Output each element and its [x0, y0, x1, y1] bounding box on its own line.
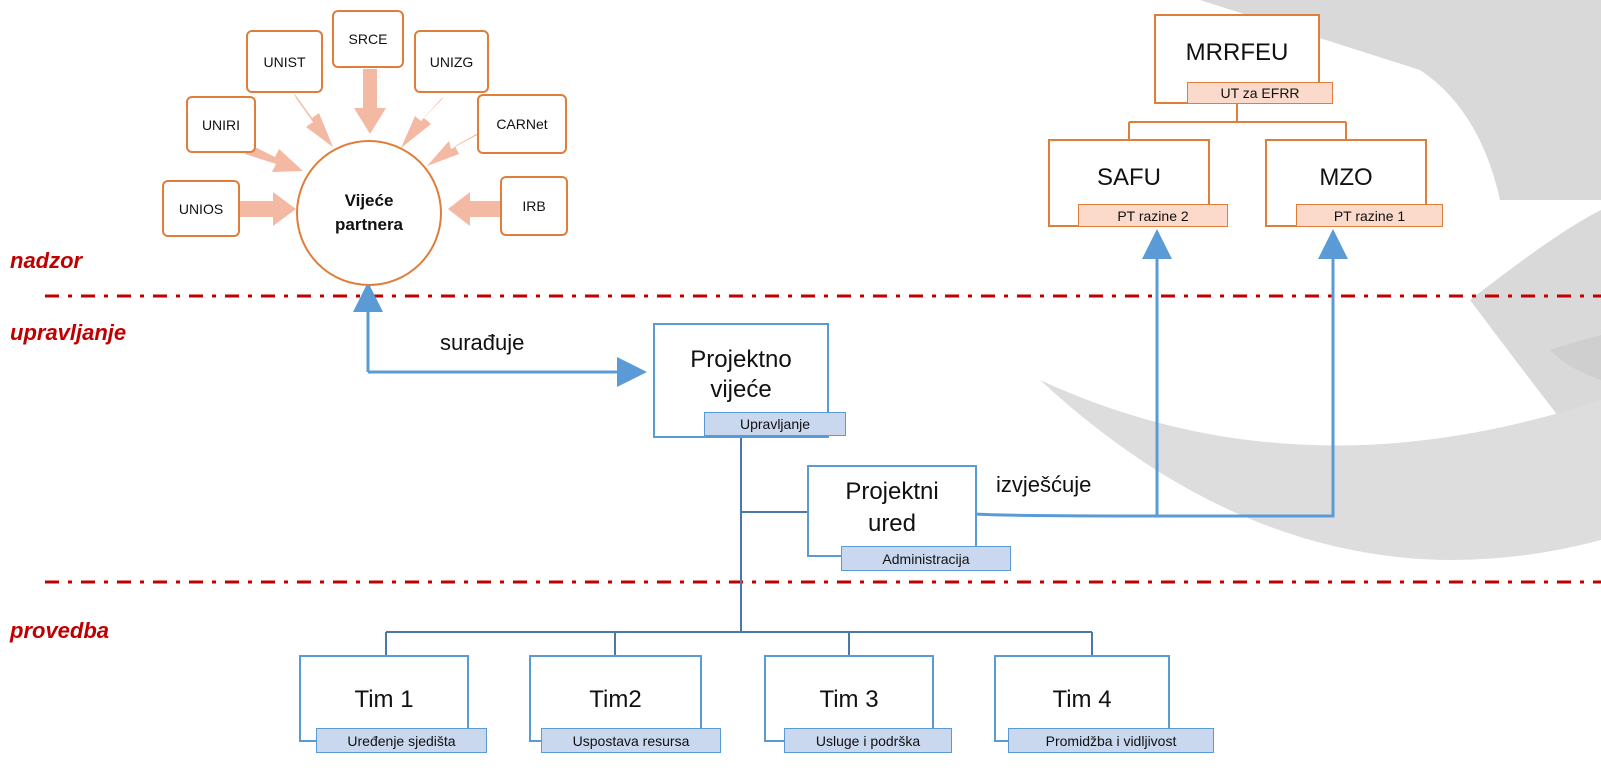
- team-box-4: Tim 4: [994, 655, 1170, 742]
- team-box-title: Tim2: [589, 686, 642, 713]
- zone-label-upravljanje: upravljanje: [10, 320, 127, 345]
- team-tag-4: Promidžba i vidljivost: [1008, 728, 1214, 753]
- team-box-title: Tim 1: [354, 686, 414, 713]
- partner-council-label: Vijeće partnera: [334, 191, 404, 234]
- partner-node-label: UNIOS: [178, 200, 224, 217]
- partner-arrow-unios: [240, 192, 296, 226]
- partner-node-label: UNIST: [263, 53, 306, 70]
- partner-node-unist: UNIST: [246, 30, 323, 93]
- oversight-box-title: MZO: [1319, 164, 1373, 191]
- zone-label-provedba: provedba: [10, 618, 110, 643]
- partner-node-srce: SRCE: [332, 10, 404, 68]
- relation-label-reports: izvješćuje: [996, 472, 1092, 497]
- partner-arrow-unizg: [401, 97, 444, 148]
- oversight-connectors: [1128, 104, 1347, 139]
- management-tag-council: Upravljanje: [704, 412, 846, 436]
- management-box-office: Projektni ured: [807, 465, 977, 557]
- partner-arrow-irb: [448, 192, 500, 226]
- oversight-tag-mrrfeu: UT za EFRR: [1187, 82, 1333, 104]
- team-box-3: Tim 3: [764, 655, 934, 742]
- management-box-title-line2: ured: [867, 510, 917, 537]
- team-tag-1: Uređenje sjedišta: [316, 728, 487, 753]
- partner-node-label: UNIZG: [429, 53, 474, 70]
- zone-label-nadzor: nadzor: [10, 248, 83, 273]
- partner-node-carnet: CARNet: [477, 94, 567, 154]
- team-tag-2: Uspostava resursa: [541, 728, 721, 753]
- cooperation-arrow: [353, 282, 647, 387]
- partner-node-label: SRCE: [348, 31, 388, 47]
- management-box-title-line2: vijeće: [710, 376, 772, 403]
- reporting-arrows: [976, 229, 1348, 518]
- watermark-logo: [1040, 0, 1601, 560]
- team-tag-3: Usluge i podrška: [784, 728, 952, 753]
- team-box-1: Tim 1: [299, 655, 469, 742]
- team-box-title: Tim 4: [1052, 686, 1112, 713]
- relation-label-cooperates: surađuje: [440, 330, 525, 355]
- oversight-box-title: MRRFEU: [1185, 39, 1289, 66]
- management-box-title-line1: Projektni: [845, 478, 939, 505]
- oversight-tag-safu: PT razine 2: [1078, 204, 1228, 227]
- partner-arrow-unist: [294, 93, 333, 147]
- partner-node-uniri: UNIRI: [186, 96, 256, 153]
- org-tree-connectors: [385, 437, 1093, 655]
- partner-arrows: [240, 69, 500, 226]
- partner-council-circle: Vijeće partnera: [296, 140, 442, 286]
- partner-node-label: CARNet: [496, 116, 548, 132]
- partner-arrow-carnet: [427, 132, 480, 166]
- oversight-tag-mzo: PT razine 1: [1296, 204, 1443, 227]
- partner-node-label: IRB: [522, 198, 546, 214]
- management-box-title-line1: Projektno: [690, 346, 792, 373]
- team-box-title: Tim 3: [819, 686, 879, 713]
- partner-arrow-srce: [354, 69, 386, 134]
- partner-arrow-uniri: [245, 145, 303, 172]
- partner-node-unios: UNIOS: [162, 180, 240, 237]
- partner-node-label: UNIRI: [201, 116, 241, 133]
- partner-node-unizg: UNIZG: [414, 30, 489, 93]
- partner-node-irb: IRB: [500, 176, 568, 236]
- oversight-box-title: SAFU: [1096, 164, 1161, 191]
- management-tag-office: Administracija: [841, 546, 1011, 571]
